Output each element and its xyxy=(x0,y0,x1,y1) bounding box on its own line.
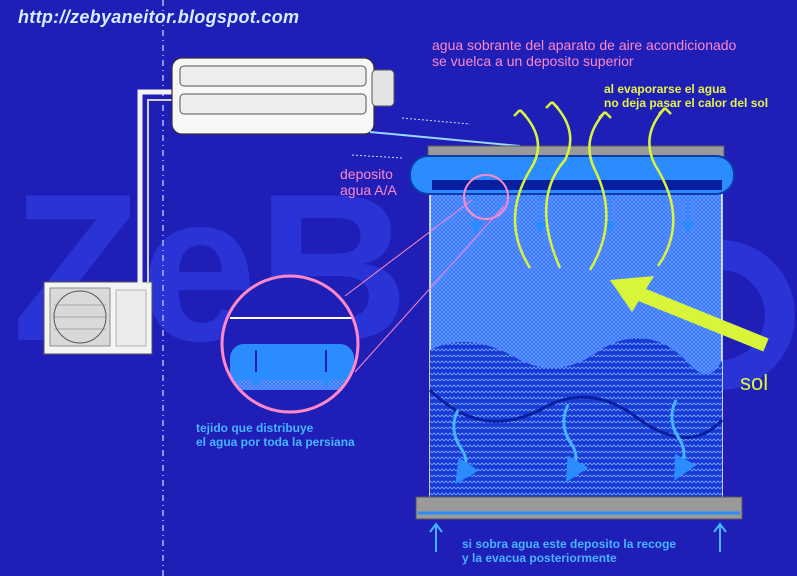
top-reservoir xyxy=(409,145,735,195)
outdoor-unit xyxy=(43,281,153,355)
evaporation-arrows xyxy=(513,101,675,271)
label-reservoir: deposito agua A/A xyxy=(340,166,397,199)
blog-url: http://zebyaneitor.blogspot.com xyxy=(18,7,300,27)
indoor-unit xyxy=(171,57,395,135)
magnifier xyxy=(220,174,509,414)
label-fabric: tejido que distribuye el agua por toda l… xyxy=(196,421,355,449)
label-evaporation: al evaporarse el agua no deja pasar el c… xyxy=(604,82,769,110)
refrigerant-pipe xyxy=(137,89,178,284)
bottom-reservoir xyxy=(415,496,743,520)
label-sun: sol xyxy=(740,370,769,395)
label-bottom-reservoir: si sobra agua este deposito la recoge y … xyxy=(462,537,677,565)
blind-panel xyxy=(428,191,724,498)
label-overflow-water: agua sobrante del aparato de aire acondi… xyxy=(432,37,737,70)
sun-arrow xyxy=(610,276,769,352)
